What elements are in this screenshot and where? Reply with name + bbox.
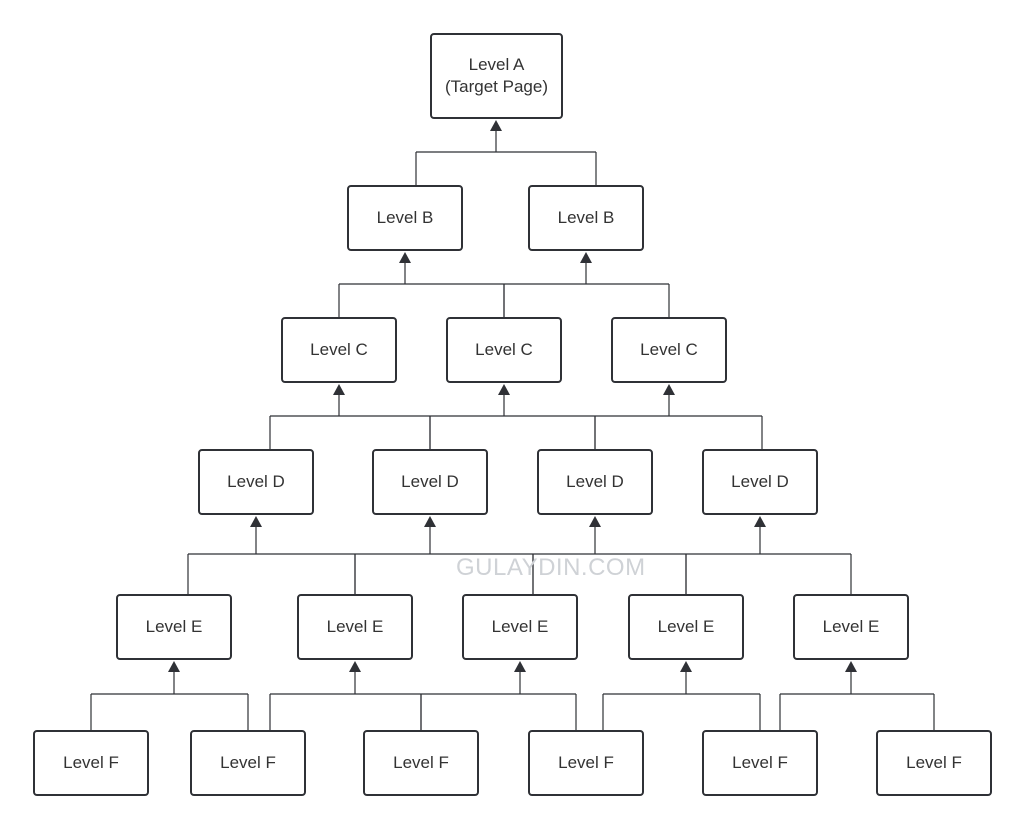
node-level-b-2-label: Level B [557,208,615,227]
connector-e-to-d3 [532,516,687,594]
node-level-a: Level A (Target Page) [430,33,563,119]
node-level-b-1-label: Level B [376,208,434,227]
node-level-e-1: Level E [116,594,232,660]
arrowhead-icon [424,516,436,527]
node-level-f-6-label: Level F [906,753,962,772]
connector-b-to-a [415,120,597,185]
arrowhead-icon [754,516,766,527]
node-level-f-6: Level F [876,730,992,796]
node-level-d-4: Level D [702,449,818,515]
node-level-e-5-label: Level E [822,617,880,636]
connector-f-to-e1 [90,661,249,730]
node-level-d-1: Level D [198,449,314,515]
node-level-d-4-label: Level D [731,472,789,491]
node-level-d-2: Level D [372,449,488,515]
node-level-c-3-label: Level C [640,340,698,359]
node-level-f-1: Level F [33,730,149,796]
connector-c-to-b1 [338,252,505,317]
node-level-f-1-label: Level F [63,753,119,772]
node-level-e-1-label: Level E [145,617,203,636]
node-level-c-1: Level C [281,317,397,383]
arrowhead-icon [498,384,510,395]
arrowhead-icon [490,120,502,131]
node-level-d-1-label: Level D [227,472,285,491]
connector-f-to-e3 [420,661,577,730]
node-level-f-2: Level F [190,730,306,796]
node-level-e-2: Level E [297,594,413,660]
node-level-e-4-label: Level E [657,617,715,636]
arrowhead-icon [663,384,675,395]
node-level-e-3: Level E [462,594,578,660]
connector-d-to-c3 [594,384,763,449]
arrowhead-icon [168,661,180,672]
connector-f-to-e2 [269,661,422,730]
node-level-a-sublabel: (Target Page) [445,77,548,96]
node-level-e-4: Level E [628,594,744,660]
node-level-c-3: Level C [611,317,727,383]
arrowhead-icon [333,384,345,395]
node-level-e-2-label: Level E [326,617,384,636]
arrowhead-icon [349,661,361,672]
connector-f-to-e4 [602,661,761,730]
node-level-c-2-label: Level C [475,340,533,359]
arrowhead-icon [399,252,411,263]
arrowhead-icon [580,252,592,263]
connector-c-to-b2 [503,252,670,317]
connector-d-to-c1 [269,384,431,449]
arrowhead-icon [589,516,601,527]
node-level-f-4-label: Level F [558,753,614,772]
watermark-text: GULAYDIN.COM [456,554,646,581]
arrowhead-icon [514,661,526,672]
node-level-f-2-label: Level F [220,753,276,772]
node-level-f-5-label: Level F [732,753,788,772]
connector-e-to-d4 [685,516,852,594]
node-level-f-3-label: Level F [393,753,449,772]
node-level-f-3: Level F [363,730,479,796]
node-level-f-4: Level F [528,730,644,796]
node-level-e-5: Level E [793,594,909,660]
node-level-b-1: Level B [347,185,463,251]
node-level-d-3: Level D [537,449,653,515]
node-level-e-3-label: Level E [491,617,549,636]
connector-f-to-e5 [779,661,935,730]
node-level-d-2-label: Level D [401,472,459,491]
node-level-a-label: Level A [468,55,525,74]
node-level-c-1-label: Level C [310,340,368,359]
node-level-c-2: Level C [446,317,562,383]
node-level-b-2: Level B [528,185,644,251]
connector-e-to-d1 [187,516,356,594]
arrowhead-icon [845,661,857,672]
arrowhead-icon [680,661,692,672]
arrowhead-icon [250,516,262,527]
node-level-d-3-label: Level D [566,472,624,491]
node-level-f-5: Level F [702,730,818,796]
connector-d-to-c2 [429,384,596,449]
